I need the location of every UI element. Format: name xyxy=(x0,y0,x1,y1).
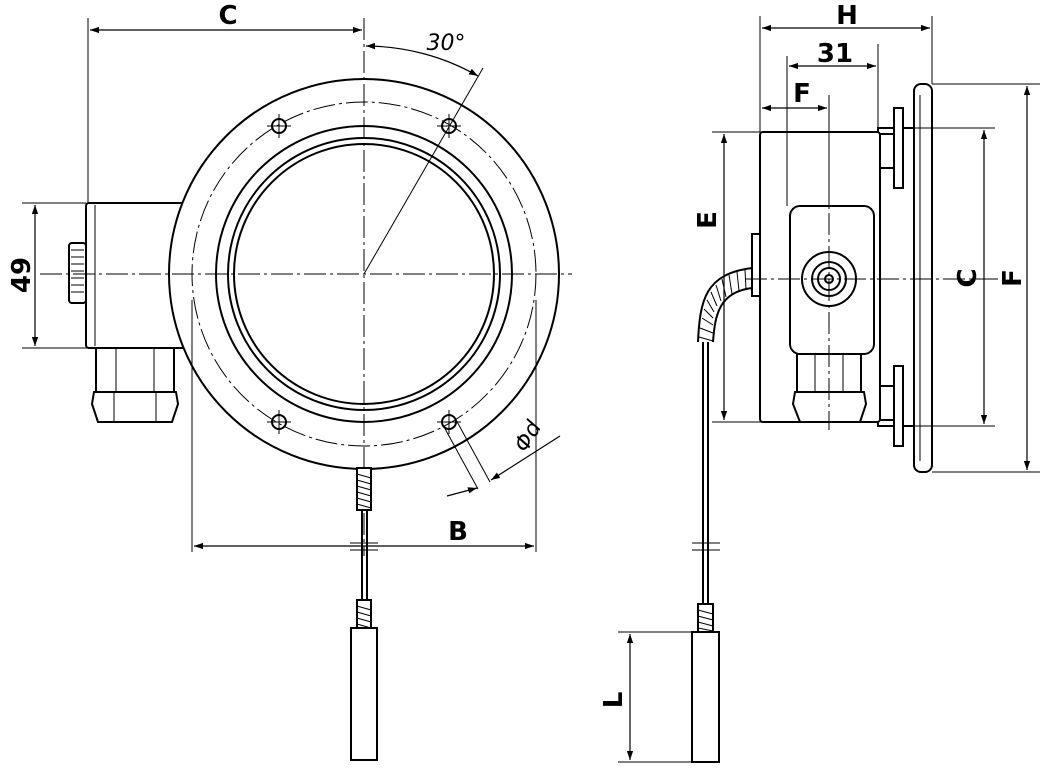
mounting-flange xyxy=(913,83,933,473)
dim-label-diameter: Φd xyxy=(510,416,548,456)
mounting-holes xyxy=(267,114,461,434)
dim-label-angle: 30° xyxy=(427,31,466,56)
front-sensor-probe xyxy=(350,627,378,761)
dim-label-49: 49 xyxy=(7,257,37,293)
dim-label-l: L xyxy=(599,692,629,709)
dim-label-e: E xyxy=(693,211,723,229)
dim-label-h: H xyxy=(836,1,858,31)
gland-nut xyxy=(90,391,180,423)
side-view: H 31 F E C F L xyxy=(599,1,1040,763)
dim-label-f-side: F xyxy=(998,269,1028,287)
dim-label-c-side: C xyxy=(953,268,983,287)
dim-label-f-top: F xyxy=(793,79,811,109)
dim-label-31: 31 xyxy=(817,39,853,69)
dim-label-c-front: C xyxy=(218,1,237,31)
cable-gland xyxy=(95,347,175,393)
knurled-knob xyxy=(68,242,87,304)
front-cable xyxy=(350,467,378,631)
side-sensor-probe xyxy=(691,631,720,763)
side-cable xyxy=(692,267,753,633)
dim-label-b: B xyxy=(448,517,468,547)
front-view: C 30° 49 Φd B xyxy=(7,1,572,761)
